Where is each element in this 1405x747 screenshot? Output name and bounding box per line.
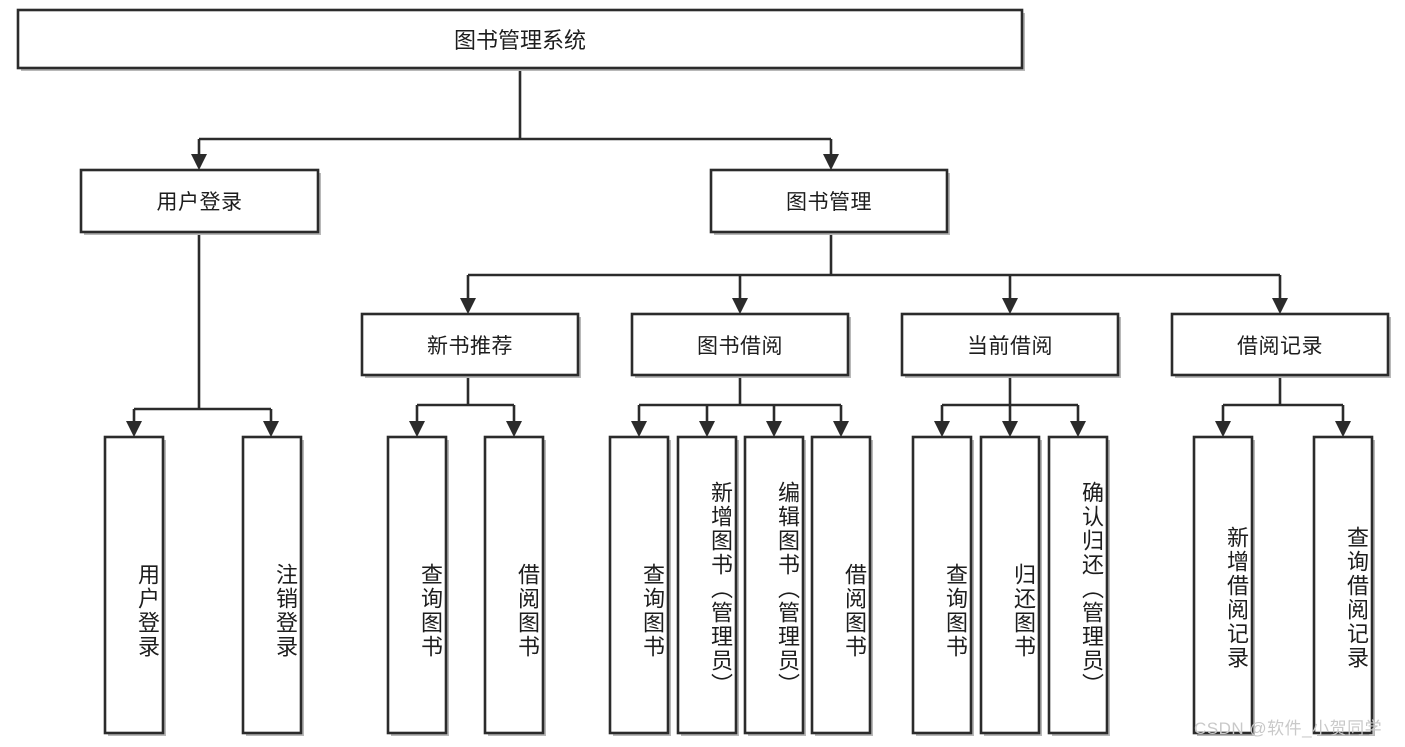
node-leaf-new-book-1-box[interactable] [483,435,545,735]
connector-group-user-login [125,232,280,438]
connector-group-book-borrow [630,375,850,438]
node-current-borrow-box[interactable] [900,312,1120,377]
node-leaf-record-0-box[interactable] [1192,435,1254,735]
node-leaf-book-borrow-0-box[interactable] [608,435,670,735]
node-new-book-box[interactable] [360,312,580,377]
connector-group-current-borrow [933,375,1087,438]
node-leaf-current-0-box[interactable] [911,435,973,735]
node-borrow-record-box[interactable] [1170,312,1390,377]
node-leaf-book-borrow-3-box[interactable] [810,435,872,735]
node-leaf-book-borrow-2-box[interactable] [743,435,805,735]
node-leaf-book-borrow-1-box[interactable] [676,435,738,735]
node-root-box[interactable] [16,8,1024,70]
watermark-text: CSDN @软件_小贺同学 [1194,719,1383,738]
connector-group-new-book [408,375,523,438]
node-leaf-user-login-1-box[interactable] [241,435,303,735]
node-leaf-record-1-box[interactable] [1312,435,1374,735]
connector-group-borrow-record [1214,375,1352,438]
node-leaf-current-1-box[interactable] [979,435,1041,735]
node-leaf-new-book-0-box[interactable] [386,435,448,735]
node-leaf-user-login-0-box[interactable] [103,435,165,735]
connector-group-root [190,68,840,171]
node-book-borrow-box[interactable] [630,312,850,377]
node-book-mgmt-box[interactable] [709,168,949,234]
connector-group-book-mgmt [459,232,1289,315]
node-leaf-current-2-box[interactable] [1047,435,1109,735]
node-user-login-box[interactable] [79,168,320,234]
